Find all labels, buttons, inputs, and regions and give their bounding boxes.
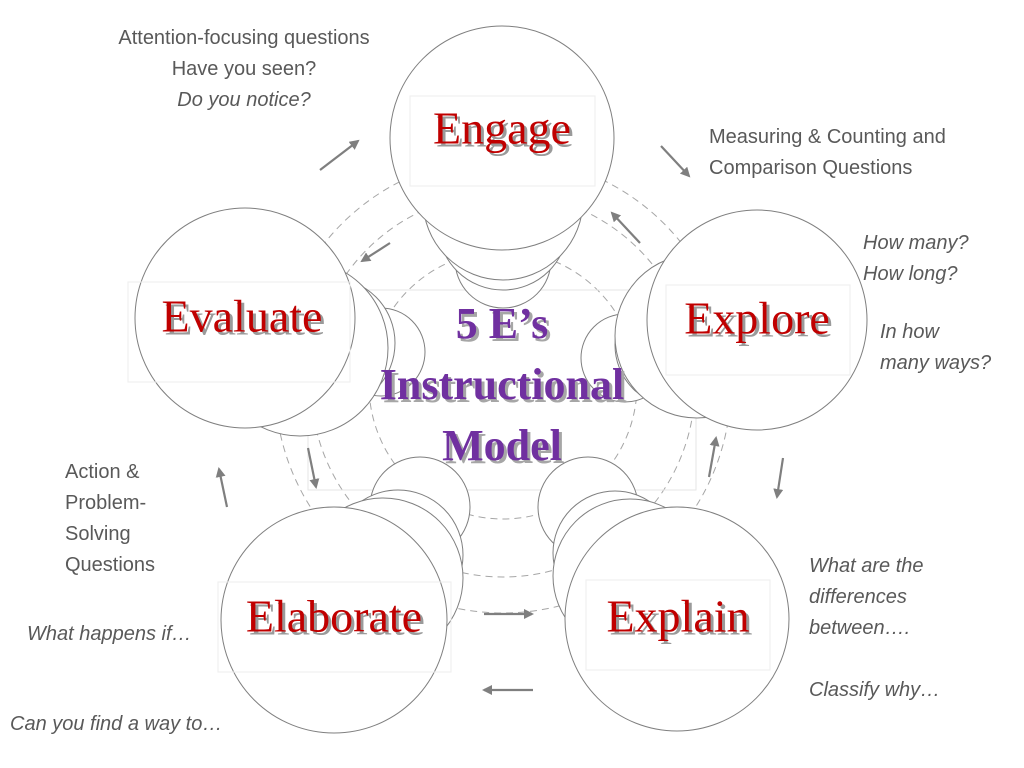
elaborate-circle bbox=[220, 506, 448, 734]
center-title: 5 E’s 5 E’s Instructional Instructional … bbox=[380, 299, 627, 473]
elaborate-notes-question-1: What happens if… bbox=[27, 623, 192, 645]
engage-label: Engage bbox=[433, 103, 571, 154]
arrow-inner-explain-to-explore bbox=[707, 436, 720, 478]
stage-circles bbox=[134, 25, 868, 734]
evaluate-circle bbox=[134, 207, 356, 429]
explore-label-shadow: Explore bbox=[687, 296, 833, 347]
engage-circle bbox=[389, 25, 615, 251]
explain-notes: What are the differences between…. Class… bbox=[809, 551, 940, 706]
elaborate-notes-question-2: Can you find a way to… bbox=[10, 713, 223, 735]
elaborate-notes-title: Action & Problem- Solving Questions bbox=[65, 457, 155, 581]
engage-label-shadow: Engage bbox=[436, 106, 574, 157]
elaborate-notes-title-line-4: Questions bbox=[65, 554, 156, 576]
elaborate-label-shadow: Elaborate bbox=[249, 594, 425, 645]
stage-labels: Engage Engage Explore Explore Explain Ex… bbox=[162, 103, 833, 645]
elaborate-notes-title-line-2: Problem- bbox=[65, 492, 147, 514]
arrow-inner-evaluate-to-elaborate bbox=[306, 447, 320, 489]
center-title-line-1-shadow: 5 E’s bbox=[459, 302, 552, 351]
elaborate-notes-title-line-3: Solving bbox=[65, 523, 131, 545]
center-title-line-3-shadow: Model bbox=[445, 424, 565, 473]
explore-notes-title-line-2: Comparison Questions bbox=[709, 157, 913, 179]
arrow-outer-explore-to-explain bbox=[773, 457, 785, 499]
explain-label-shadow: Explain bbox=[609, 594, 752, 645]
explain-notes-question-1-line-2: differences bbox=[809, 586, 907, 608]
explore-label: Explore bbox=[684, 293, 830, 344]
explain-label-box bbox=[585, 579, 771, 671]
arrow-inner-explore-to-engage bbox=[610, 211, 641, 244]
explore-notes-title: Measuring & Counting and Comparison Ques… bbox=[709, 122, 946, 184]
explain-notes-question-2: Classify why… bbox=[809, 679, 941, 701]
engage-notes: Attention-focusing questions Have you se… bbox=[90, 23, 398, 116]
explain-circle bbox=[564, 506, 790, 732]
explain-notes-question-1-line-1: What are the bbox=[809, 555, 924, 577]
evaluate-label-box bbox=[127, 281, 351, 383]
elaborate-label-box bbox=[217, 581, 452, 673]
explore-notes-question-2: How long? bbox=[863, 263, 958, 285]
explain-notes-question-1-line-3: between…. bbox=[809, 617, 911, 639]
engage-notes-question-2: Do you notice? bbox=[177, 89, 311, 111]
engage-label-box bbox=[409, 95, 596, 187]
explore-label-box bbox=[665, 284, 851, 376]
center-title-line-2: Instructional bbox=[380, 360, 624, 409]
engage-notes-title: Attention-focusing questions bbox=[118, 27, 370, 49]
arrow-outer-engage-to-explore bbox=[660, 145, 691, 178]
elaborate-label: Elaborate bbox=[246, 591, 422, 642]
explore-notes-questions: How many? How long? bbox=[863, 228, 969, 290]
engage-notes-question-1: Have you seen? bbox=[171, 58, 317, 80]
evaluate-label: Evaluate bbox=[162, 291, 323, 342]
explore-notes-question-1: How many? bbox=[863, 232, 969, 254]
center-title-line-2-shadow: Instructional bbox=[383, 363, 627, 412]
label-boxes bbox=[127, 95, 851, 673]
explore-notes-title-line-1: Measuring & Counting and bbox=[709, 126, 946, 148]
explain-label: Explain bbox=[606, 591, 749, 642]
center-title-line-1: 5 E’s bbox=[456, 299, 549, 348]
arrow-inner-engage-to-evaluate bbox=[360, 242, 391, 263]
explore-notes-question-3-line-2: many ways? bbox=[880, 352, 992, 374]
explore-notes-question-3: In how many ways? bbox=[880, 317, 991, 379]
arrow-outer-to-engage bbox=[319, 139, 360, 171]
elaborate-notes-title-line-1: Action & bbox=[65, 461, 140, 483]
evaluate-label-shadow: Evaluate bbox=[165, 294, 326, 345]
arrow-outer-elaborate-to-evaluate bbox=[215, 467, 229, 508]
flow-arrows bbox=[215, 139, 785, 695]
center-title-line-3: Model bbox=[442, 421, 562, 470]
explore-notes-question-3-line-1: In how bbox=[880, 321, 939, 343]
